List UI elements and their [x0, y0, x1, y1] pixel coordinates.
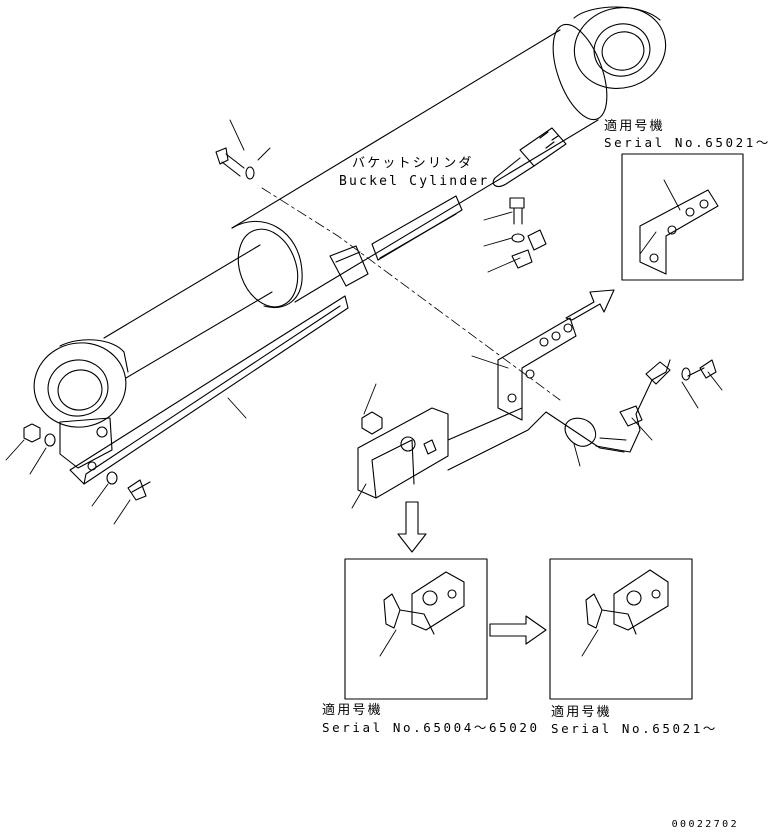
fasteners: [23, 147, 691, 501]
phantom-line: [261, 187, 561, 401]
inset-lower-left-label-jp: 適用号機: [322, 703, 383, 718]
part-name-jp: バケットシリンダ: [352, 156, 474, 171]
inset-lower-left: [344, 558, 488, 700]
leader-lines: [5, 119, 723, 657]
part-name-en: Buckel Cylinder: [339, 174, 490, 189]
sensor-bracket: [497, 317, 577, 421]
inset-upper-right: [621, 153, 744, 281]
wire-harness: [447, 359, 717, 471]
bucket-cylinder: [33, 6, 667, 428]
inset-lower-right: [549, 558, 693, 700]
inset-lower-right-serial: Serial No.65021〜: [551, 721, 718, 736]
sensor-cover: [59, 295, 349, 485]
document-number: 00022702: [671, 819, 739, 830]
inset-upper-serial: Serial No.65021〜: [604, 135, 771, 150]
inset-lower-left-serial: Serial No.65004〜65020: [322, 720, 540, 735]
arrow-down: [397, 501, 427, 553]
inset-upper-label-jp: 適用号機: [604, 119, 665, 134]
inset-lower-right-label-jp: 適用号機: [551, 705, 612, 720]
arrow-right: [489, 615, 547, 645]
arrow-to-upper-inset: [565, 289, 615, 321]
harness-bracket: [357, 407, 449, 499]
parts-diagram: [5, 6, 744, 700]
